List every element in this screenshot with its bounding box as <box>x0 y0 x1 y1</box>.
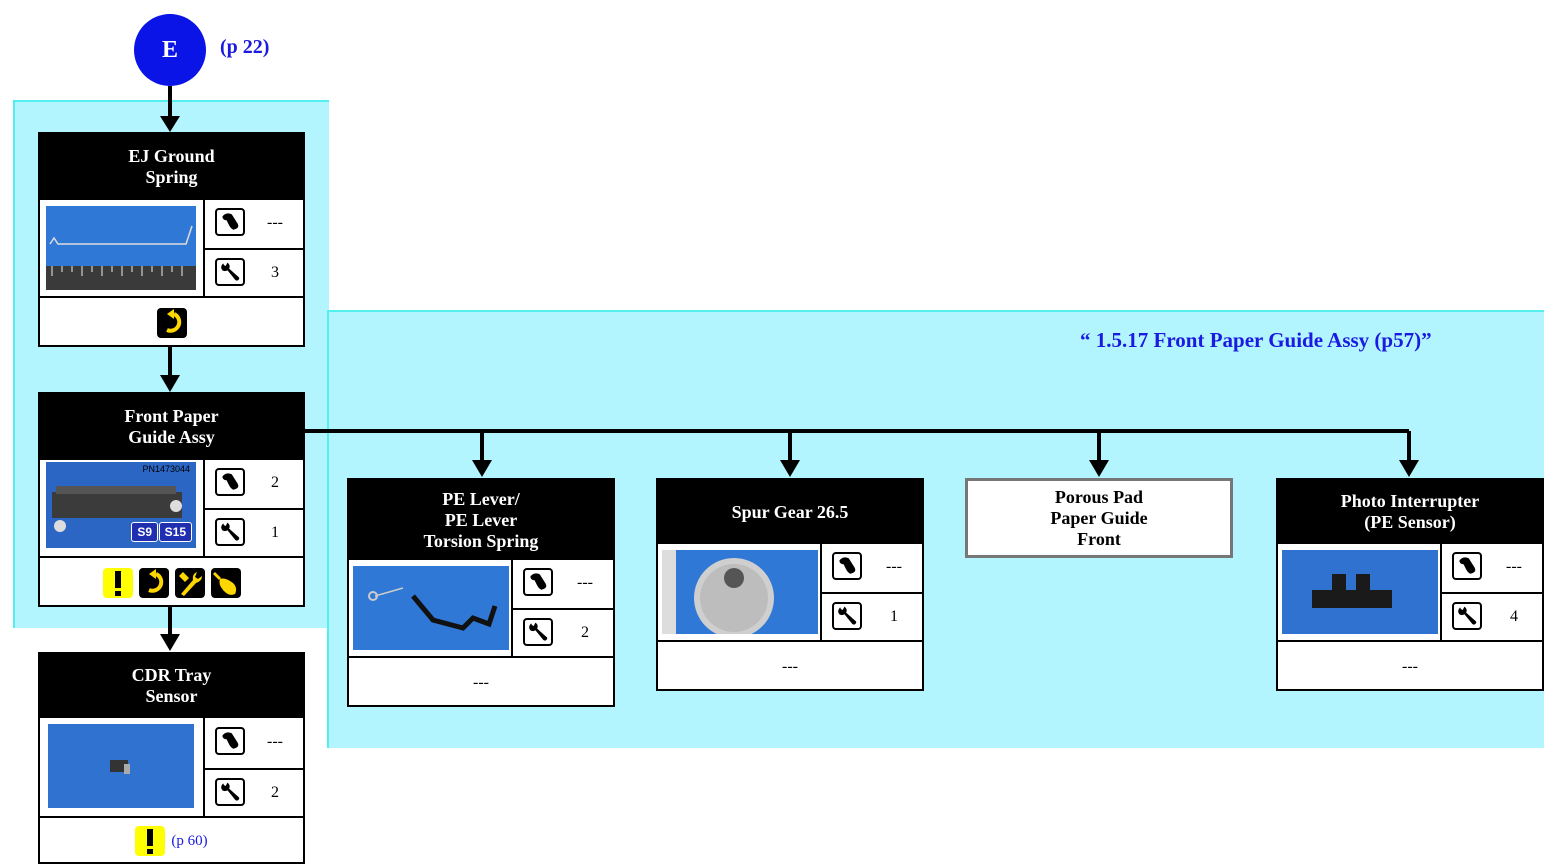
notes-text: --- <box>782 657 798 675</box>
entry-connector-circle: E <box>134 14 206 86</box>
screw-icon <box>215 727 245 755</box>
tool-row: 3 <box>203 248 303 296</box>
wrench-icon <box>215 518 245 546</box>
tool-row: 4 <box>1440 592 1542 640</box>
tool-count: 2 <box>581 624 589 641</box>
screw-row: --- <box>203 718 303 768</box>
screw-row: --- <box>1440 544 1542 592</box>
screw-count: --- <box>267 214 283 231</box>
screw-icon <box>832 552 862 580</box>
screw-row: --- <box>203 200 303 248</box>
part-card-photo-interrupter: Photo Interrupter (PE Sensor) --- 4 --- <box>1276 478 1544 691</box>
notes-row: --- <box>658 640 922 691</box>
screw-count: --- <box>886 558 902 575</box>
screw-row: --- <box>511 560 613 608</box>
section-reference-link[interactable]: “ 1.5.17 Front Paper Guide Assy (p57)” <box>1080 328 1432 352</box>
wrench-icon <box>215 258 245 286</box>
part-photo <box>46 206 196 290</box>
screw-icon <box>523 568 553 596</box>
wrench-icon <box>523 618 553 646</box>
screw-icon <box>215 468 245 496</box>
part-card-cdr-tray-sensor: CDR Tray Sensor --- 2 (p 60) <box>38 652 305 864</box>
screw-row: --- <box>820 544 922 592</box>
caution-icon[interactable] <box>135 826 166 856</box>
tool-count: 1 <box>271 524 279 541</box>
tool-count: 1 <box>890 608 898 625</box>
notes-text: --- <box>1402 657 1418 675</box>
adjustment-icon[interactable] <box>174 567 205 598</box>
lubrication-icon[interactable] <box>210 567 241 598</box>
tool-row: 2 <box>203 768 303 816</box>
part-card-front-paper-guide-assy: Front Paper Guide Assy PN1473044 S9 S15 … <box>38 392 305 607</box>
screw-badge-s15: S15 <box>158 522 192 542</box>
part-card-porous-pad: Porous Pad Paper Guide Front <box>965 478 1233 558</box>
screw-count: --- <box>577 574 593 591</box>
notes-row <box>40 296 303 347</box>
part-title: EJ Ground Spring <box>40 134 303 200</box>
tool-count: 3 <box>271 264 279 281</box>
tool-count: 2 <box>271 784 279 801</box>
screw-icon <box>1452 552 1482 580</box>
entry-page-link[interactable]: (p 22) <box>220 36 270 58</box>
tool-row: 1 <box>203 508 303 556</box>
part-photo: PN1473044 S9 S15 <box>46 462 196 548</box>
photo-part-number: PN1473044 <box>142 464 190 474</box>
screw-count: --- <box>1506 558 1522 575</box>
part-photo <box>1282 550 1438 634</box>
part-photo <box>48 724 194 808</box>
screw-icon <box>215 208 245 236</box>
part-title: PE Lever/ PE Lever Torsion Spring <box>349 480 613 560</box>
notes-row <box>40 556 303 607</box>
part-photo <box>662 550 818 634</box>
part-card-ej-ground-spring: EJ Ground Spring --- 3 <box>38 132 305 347</box>
reassembly-icon[interactable] <box>138 567 169 598</box>
caution-icon[interactable] <box>102 567 133 598</box>
tool-row: 2 <box>511 608 613 656</box>
notes-text: --- <box>473 673 489 691</box>
reassembly-icon[interactable] <box>156 307 187 338</box>
notes-row: (p 60) <box>40 816 303 864</box>
wrench-icon <box>215 778 245 806</box>
part-title: CDR Tray Sensor <box>40 654 303 718</box>
wrench-icon <box>1452 602 1482 630</box>
notes-row: --- <box>349 656 613 707</box>
screw-badge-s9: S9 <box>131 522 158 542</box>
part-title: Photo Interrupter (PE Sensor) <box>1278 480 1542 544</box>
caution-page-link[interactable]: (p 60) <box>171 832 208 849</box>
tool-row: 1 <box>820 592 922 640</box>
part-card-spur-gear: Spur Gear 26.5 --- 1 --- <box>656 478 924 691</box>
notes-row: --- <box>1278 640 1542 691</box>
wrench-icon <box>832 602 862 630</box>
part-title: Spur Gear 26.5 <box>658 480 922 544</box>
screw-count: --- <box>267 733 283 750</box>
part-card-pe-lever: PE Lever/ PE Lever Torsion Spring --- 2 … <box>347 478 615 707</box>
screw-row: 2 <box>203 460 303 508</box>
screw-count: 2 <box>271 474 279 491</box>
part-photo <box>353 566 509 650</box>
part-title: Front Paper Guide Assy <box>40 394 303 460</box>
tool-count: 4 <box>1510 608 1518 625</box>
